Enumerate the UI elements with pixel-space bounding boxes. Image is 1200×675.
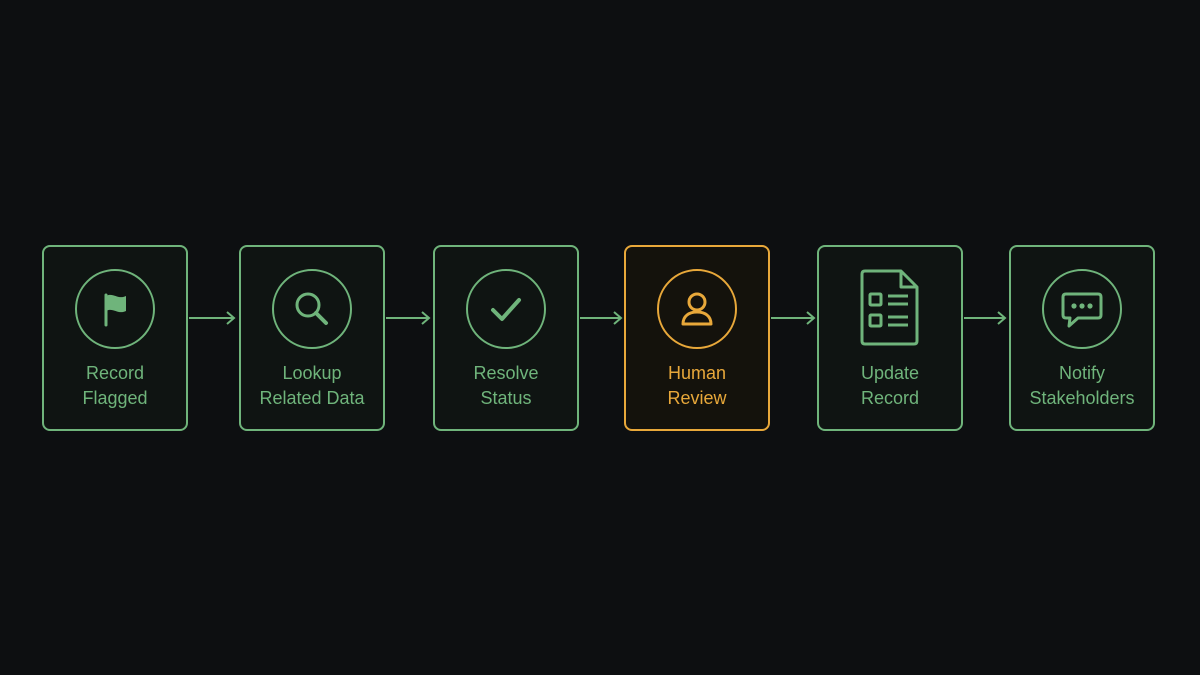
step-label: Resolve Status: [473, 363, 539, 408]
arrow-connector: [188, 309, 238, 327]
arrow-connector: [579, 309, 625, 327]
step-notify-stakeholders: Notify Stakeholders: [1009, 245, 1155, 431]
step-record-flagged: Record Flagged: [42, 245, 188, 431]
step-label: Human Review: [667, 363, 727, 408]
document-list-icon: [850, 267, 930, 347]
checkmark-icon: [466, 269, 546, 349]
step-update-record: Update Record: [817, 245, 963, 431]
arrow-connector: [770, 309, 818, 327]
step-label: Notify Stakeholders: [1029, 363, 1135, 408]
step-label: Record Flagged: [82, 363, 148, 408]
step-label: Update Record: [860, 363, 920, 408]
flag-icon: [75, 269, 155, 349]
step-human-review: Human Review: [624, 245, 770, 431]
search-icon: [272, 269, 352, 349]
arrow-connector: [963, 309, 1009, 327]
step-lookup-related-data: Lookup Related Data: [239, 245, 385, 431]
step-label: Lookup Related Data: [259, 363, 365, 408]
person-icon: [657, 269, 737, 349]
arrow-connector: [385, 309, 433, 327]
step-resolve-status: Resolve Status: [433, 245, 579, 431]
chat-bubble-icon: [1042, 269, 1122, 349]
